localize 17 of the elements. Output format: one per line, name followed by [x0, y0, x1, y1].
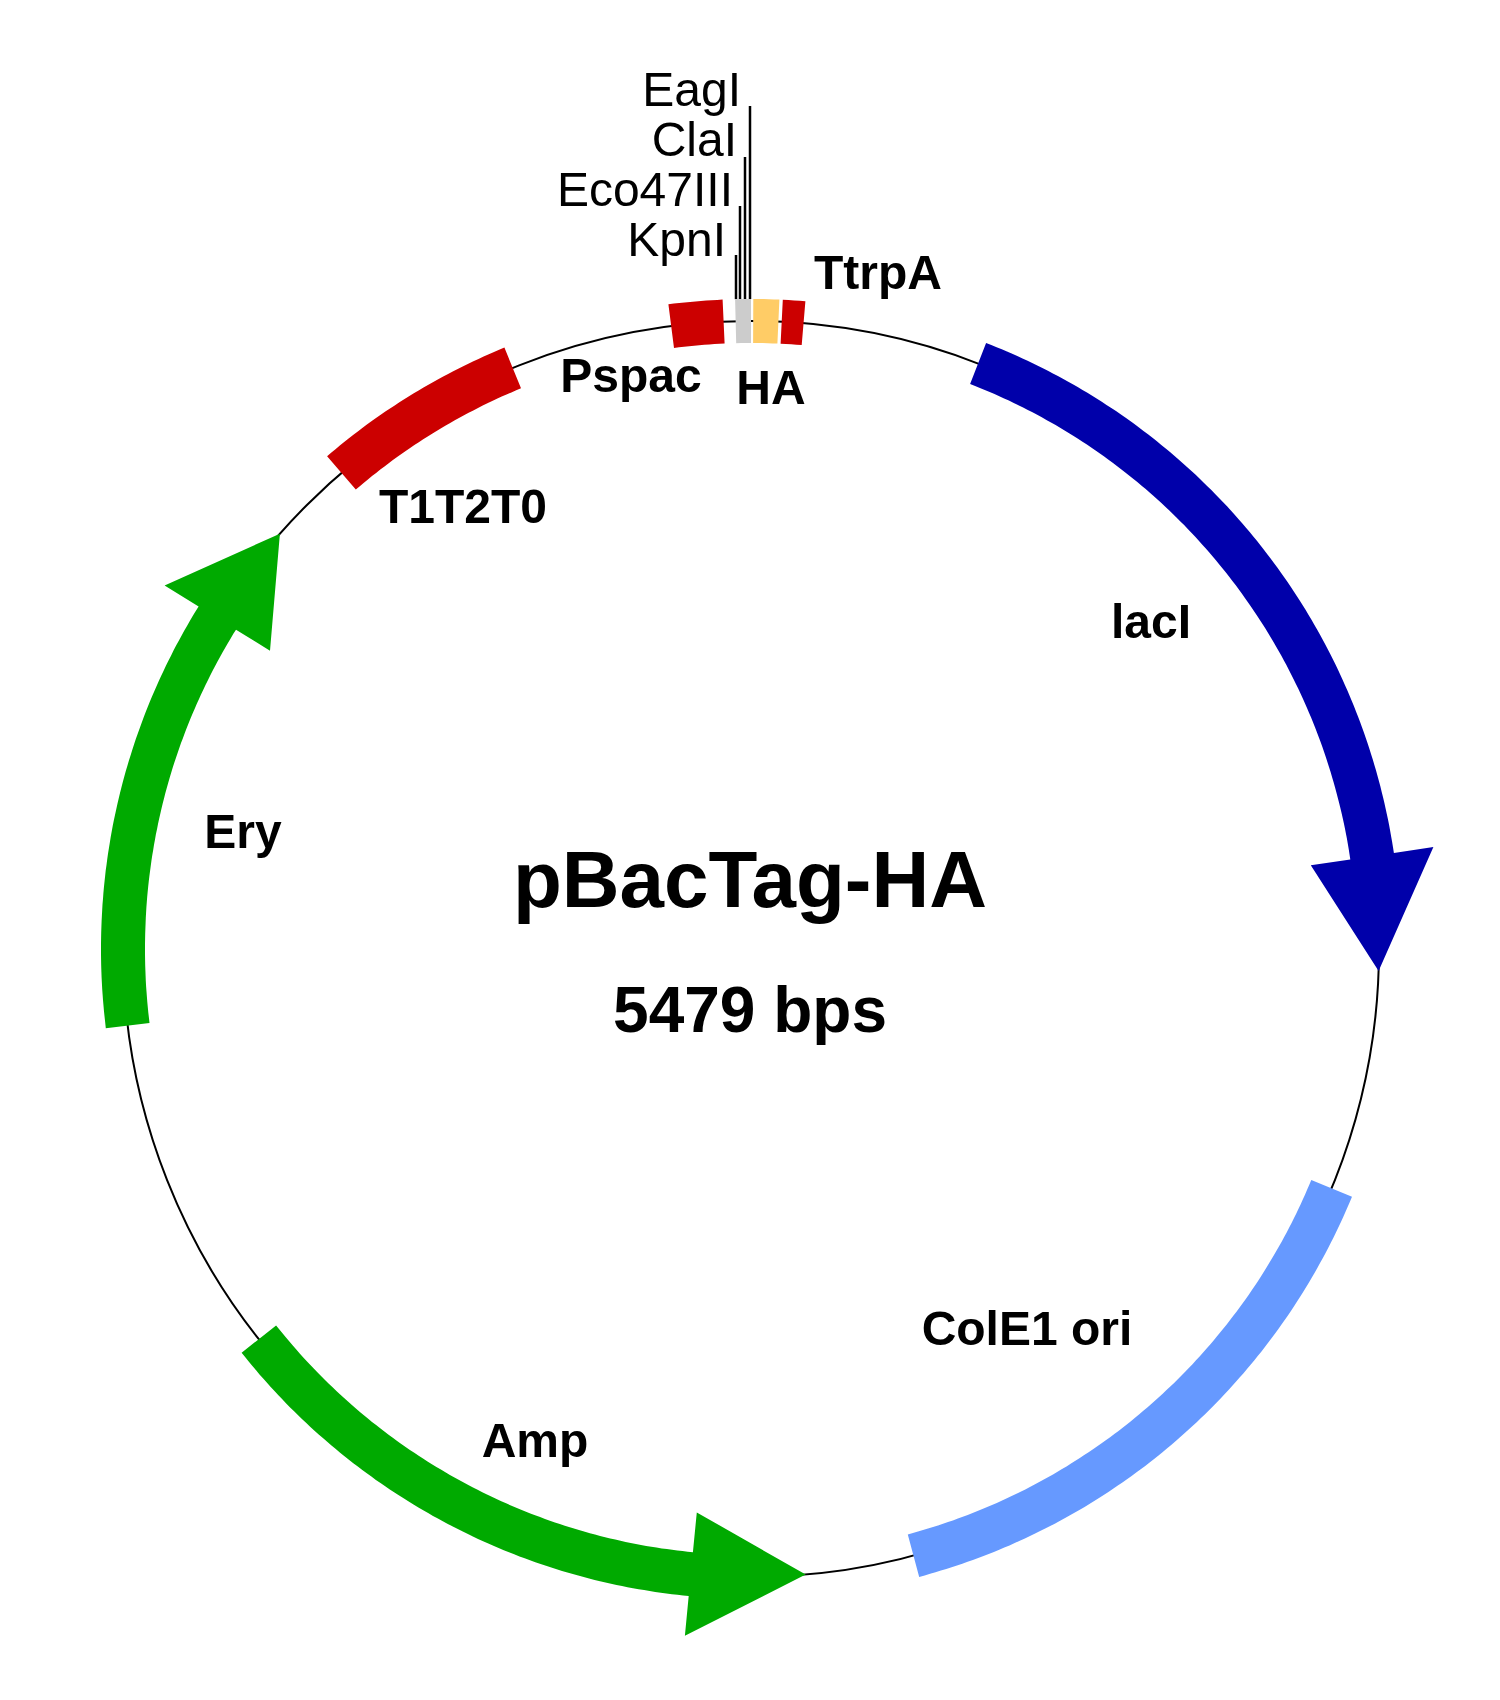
feature-label: Pspac: [560, 352, 702, 400]
feature-label: ColE1 ori: [921, 1305, 1133, 1353]
leader-line: [748, 106, 752, 299]
restriction-site-label: Eco47III: [556, 166, 733, 214]
restriction-site-label: EagI: [642, 66, 741, 114]
feature-label: TtrpA: [814, 249, 942, 297]
feature-label: Ery: [204, 808, 282, 856]
leader-line: [734, 255, 738, 300]
leader-line: [738, 206, 742, 300]
restriction-site-label: KpnI: [627, 216, 726, 264]
site-block: [735, 299, 751, 344]
leader-line: [743, 157, 747, 299]
feature-label: HA: [736, 364, 806, 412]
restriction-site-label: ClaI: [651, 116, 737, 164]
feature-label: Amp: [481, 1417, 589, 1465]
feature-label: lacI: [1110, 598, 1191, 646]
feature-label: T1T2T0: [378, 483, 547, 531]
